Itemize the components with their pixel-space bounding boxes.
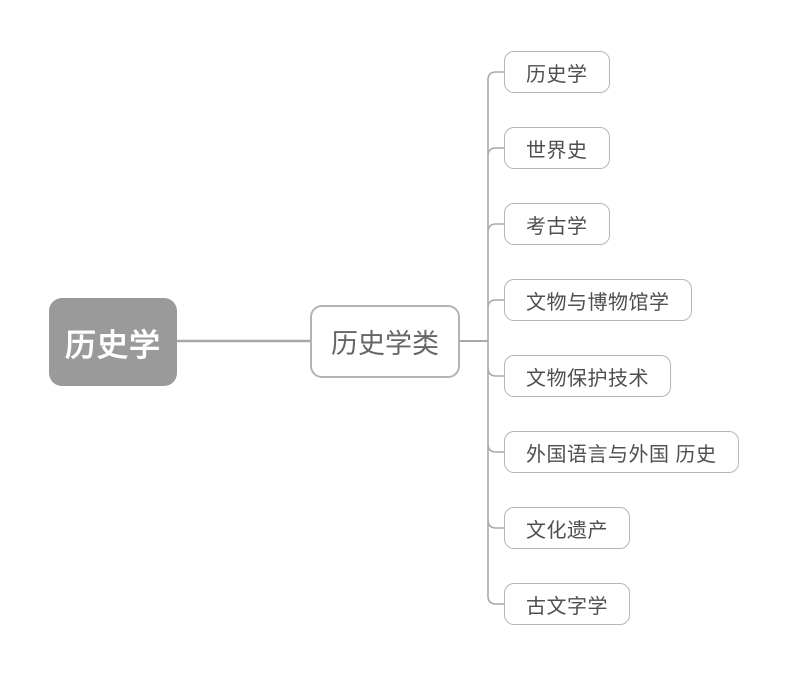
connector-trunk: [487, 71, 505, 605]
connector-branch-3: [487, 223, 505, 233]
root-node-history[interactable]: 历史学: [49, 298, 177, 386]
child-node-history[interactable]: 历史学: [504, 51, 610, 93]
connector-branch-6: [487, 443, 505, 453]
child-node-cultural-heritage[interactable]: 文化遗产: [504, 507, 630, 549]
child-node-foreign-language-history[interactable]: 外国语言与外国 历史: [504, 431, 739, 473]
child-node-paleography[interactable]: 古文字学: [504, 583, 630, 625]
child-node-relic-conservation[interactable]: 文物保护技术: [504, 355, 671, 397]
connector-branch-2: [487, 147, 505, 157]
child-node-archaeology[interactable]: 考古学: [504, 203, 610, 245]
connector-branch-4: [487, 299, 505, 309]
connector-branch-5: [487, 367, 505, 377]
connector-branch-7: [487, 519, 505, 529]
group-node-history-category[interactable]: 历史学类: [310, 305, 460, 378]
child-node-world-history[interactable]: 世界史: [504, 127, 610, 169]
child-node-museology[interactable]: 文物与博物馆学: [504, 279, 692, 321]
